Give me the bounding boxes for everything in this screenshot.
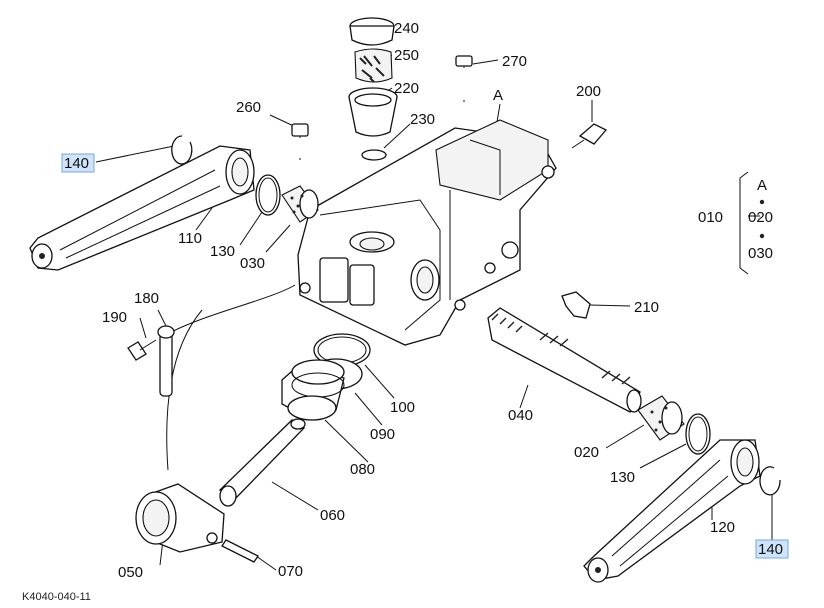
snap-ring-140-right <box>759 466 781 496</box>
label-130-left: 130 <box>210 243 235 260</box>
label-020: 020 <box>574 444 599 461</box>
label-210: 210 <box>634 299 659 316</box>
label-090: 090 <box>370 426 395 443</box>
lift-arm-110 <box>29 145 255 271</box>
strainer-250 <box>354 48 393 83</box>
label-250: 250 <box>394 47 419 64</box>
cap-240 <box>349 17 395 46</box>
leader-lines <box>95 27 773 571</box>
label-030: 030 <box>240 255 265 272</box>
bushing-030 <box>281 185 319 223</box>
bushing-020 <box>637 395 685 441</box>
oring-130-right <box>685 413 711 455</box>
label-group-020: 020 <box>748 209 773 226</box>
oring-130-left <box>255 174 281 216</box>
arm-050 <box>135 483 225 553</box>
pin-180 <box>157 325 175 397</box>
bolt-270 <box>455 55 473 102</box>
label-100: 100 <box>390 399 415 416</box>
label-080: 080 <box>350 461 375 478</box>
label-140-right[interactable]: 140 <box>758 541 783 558</box>
highlight-140-left <box>61 153 95 173</box>
label-110: 110 <box>178 230 202 247</box>
pin-070 <box>221 539 259 563</box>
label-140-left[interactable]: 140 <box>64 155 89 172</box>
elbow-210 <box>561 291 591 319</box>
label-130-right: 130 <box>610 469 635 486</box>
label-050: 050 <box>118 564 143 581</box>
oring-230 <box>361 149 387 161</box>
bolt-190 <box>127 339 157 361</box>
label-230: 230 <box>410 111 435 128</box>
label-200: 200 <box>576 83 601 100</box>
rod-060 <box>218 418 306 507</box>
group-bracket <box>739 171 765 275</box>
label-220: 220 <box>394 80 419 97</box>
label-070: 070 <box>278 563 303 580</box>
reference-code: K4040-040-11 <box>22 591 91 603</box>
part-labels: 240 250 270 220 230 260 200 A 140 110 13… <box>64 20 783 581</box>
label-060: 060 <box>320 507 345 524</box>
shaft-040 <box>487 307 642 413</box>
label-190: 190 <box>102 309 127 326</box>
label-a-top: A <box>493 87 503 104</box>
snap-ring-140-left <box>171 135 193 165</box>
fitting-200 <box>571 123 608 149</box>
label-180: 180 <box>134 290 159 307</box>
label-240: 240 <box>394 20 419 37</box>
label-260: 260 <box>236 99 261 116</box>
housing-010 <box>297 119 557 346</box>
label-010: 010 <box>698 209 723 226</box>
cup-220 <box>348 87 398 137</box>
label-270: 270 <box>502 53 527 70</box>
label-040: 040 <box>508 407 533 424</box>
label-group-030: 030 <box>748 245 773 262</box>
lift-arm-120 <box>583 439 761 583</box>
label-group-a: A <box>757 177 767 194</box>
bolt-260 <box>291 123 309 160</box>
piston-080 <box>281 359 345 421</box>
label-120: 120 <box>710 519 735 536</box>
highlight-140-right <box>755 539 789 559</box>
